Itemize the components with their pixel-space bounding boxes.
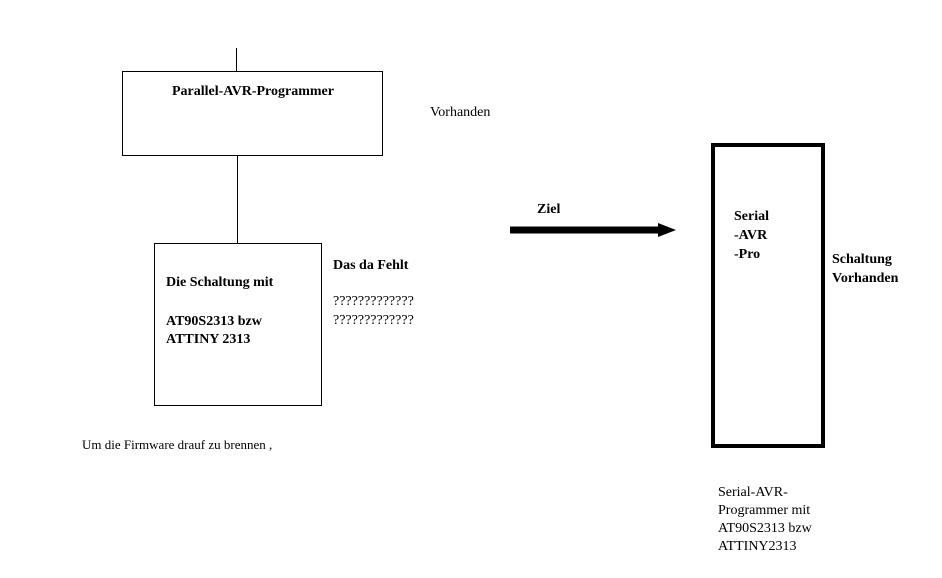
missing-note-question-1: ????????????? [333, 294, 414, 309]
serial-caption-line-1: Serial-AVR- [718, 485, 788, 500]
serial-caption-line-2: Programmer mit [718, 503, 811, 518]
parallel-programmer-label: Parallel-AVR-Programmer [172, 84, 334, 99]
schaltung-note-line-1: Schaltung [832, 252, 892, 267]
top-connector-line [236, 48, 237, 72]
firmware-note: Um die Firmware drauf zu brennen , [82, 437, 273, 452]
schaltung-note-line-2: Vorhanden [832, 271, 899, 286]
missing-note-question-2: ????????????? [333, 313, 414, 328]
parallel-programmer-box: Parallel-AVR-Programmer [122, 71, 383, 156]
serial-box-line-2: -AVR [734, 228, 768, 243]
serial-box-line-3: -Pro [734, 247, 761, 262]
serial-box-line-1: Serial [734, 209, 769, 224]
arrow-right-icon [510, 223, 676, 237]
circuit-box: Die Schaltung mit AT90S2313 bzw ATTINY 2… [154, 243, 322, 406]
vorhanden-note: Vorhanden [430, 105, 491, 120]
missing-note-title: Das da Fehlt [333, 258, 409, 273]
arrow-label: Ziel [537, 202, 561, 217]
serial-caption-line-4: ATTINY2313 [718, 539, 797, 554]
serial-caption-line-3: AT90S2313 bzw [718, 521, 812, 536]
serial-programmer-box: Serial -AVR -Pro [711, 143, 825, 448]
circuit-line-2: AT90S2313 bzw [166, 314, 262, 329]
circuit-line-1: Die Schaltung mit [166, 275, 274, 290]
programmer-to-circuit-line [237, 155, 238, 244]
circuit-line-3: ATTINY 2313 [166, 332, 251, 347]
